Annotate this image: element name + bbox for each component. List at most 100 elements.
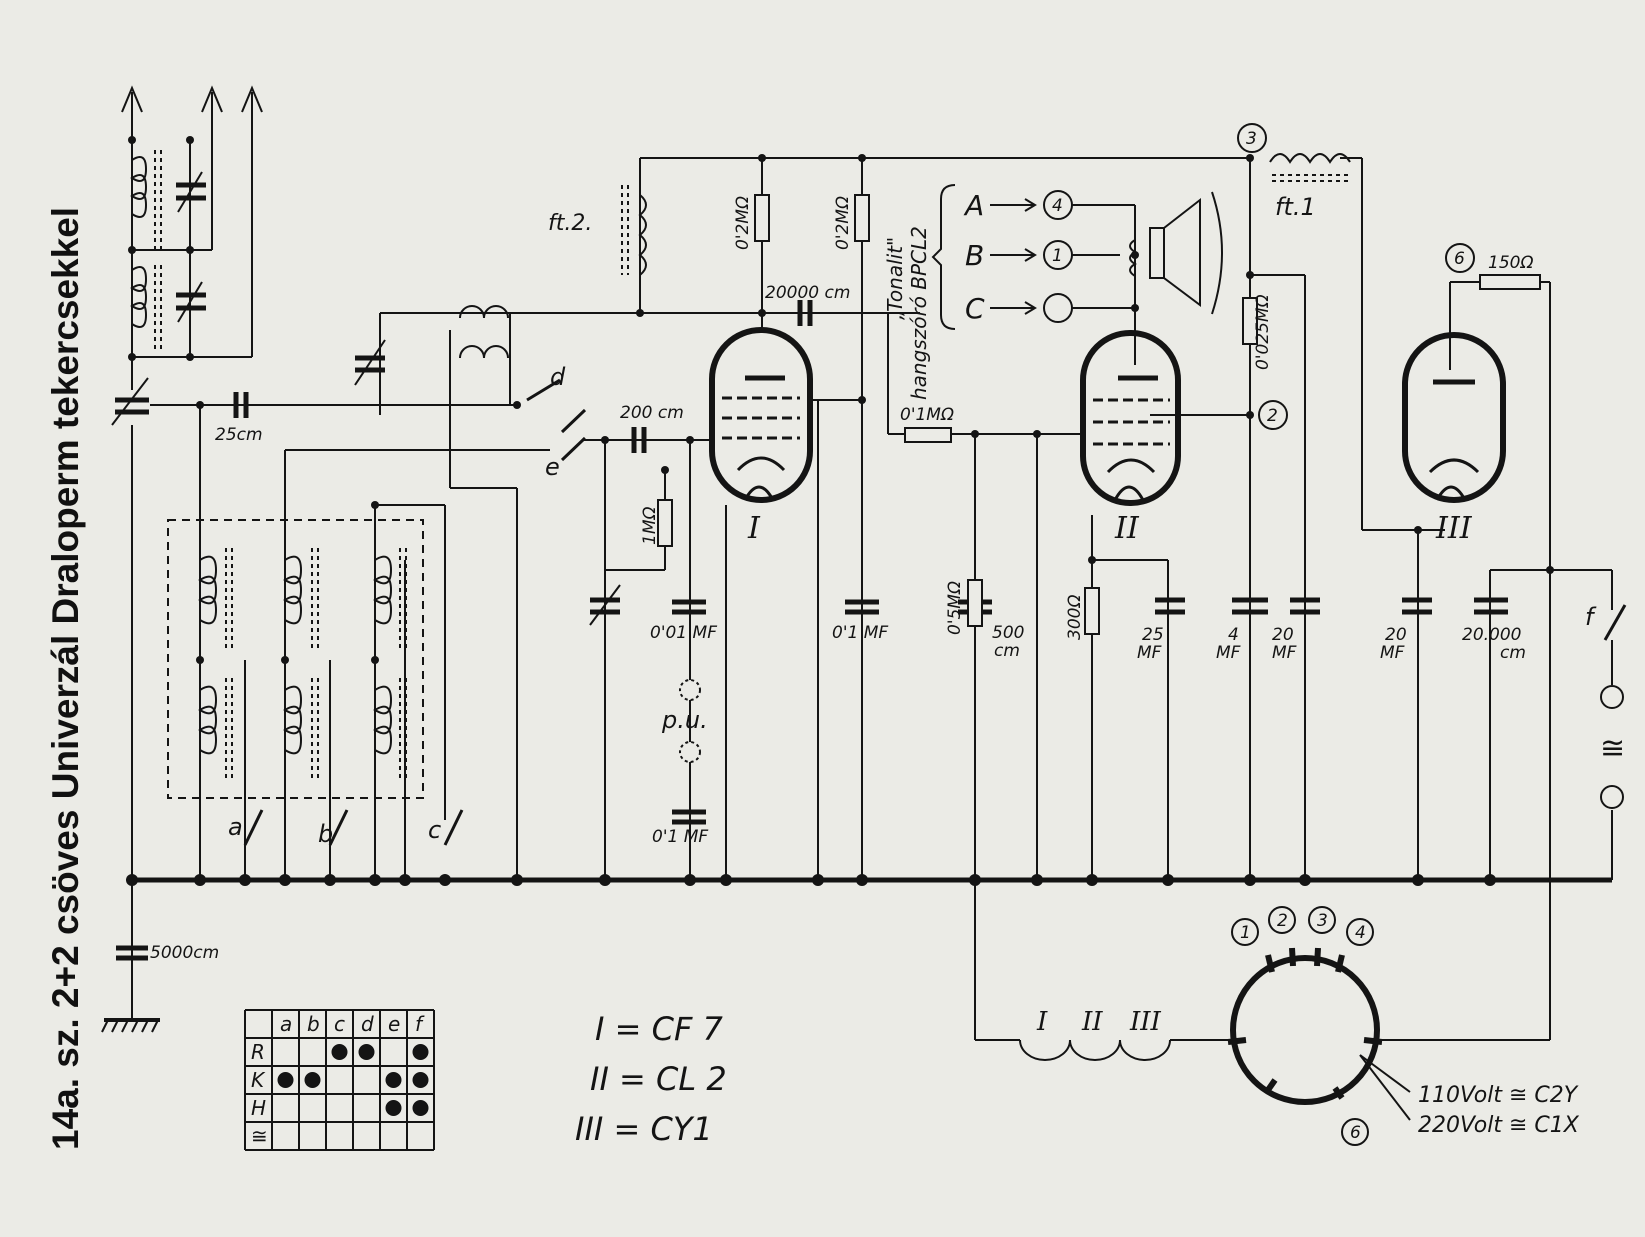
antenna-arrows: [121, 85, 263, 113]
label-ft1: ft.1: [1275, 193, 1316, 221]
heater-label-2: II: [1081, 1007, 1103, 1037]
selector-line-220: 220Volt ≅ C1X: [1418, 1113, 1580, 1138]
label-c-5000cm: 5000cm: [150, 943, 219, 963]
heater-label-3: III: [1129, 1007, 1162, 1037]
switch-label-e: e: [545, 453, 560, 481]
table-dot: [412, 1100, 429, 1116]
selector-pin-6: 6: [1350, 1123, 1361, 1143]
tube-envelopes: [709, 327, 1506, 506]
tube-legend-line-2: II = CL 2: [590, 1060, 727, 1098]
table-row-label: ≅: [251, 1124, 268, 1148]
tube-electrodes: [722, 375, 1480, 501]
selector-pin-3: 3: [1317, 911, 1328, 931]
label-c-01mf: 0'1 MF: [832, 623, 888, 643]
schematic-title: 14a. sz. 2+2 csöves Univerzál Draloperm …: [45, 207, 86, 1150]
label-c-001mf: 0'01 MF: [650, 623, 717, 643]
wiring: [130, 92, 1613, 1041]
ferrite-cores: [154, 150, 1352, 780]
label-c-01mf-pu: 0'1 MF: [652, 827, 708, 847]
selector-pin-2: 2: [1277, 911, 1288, 931]
switch-label-a: a: [228, 813, 243, 841]
table-column-header: c: [334, 1012, 345, 1036]
table-column-header: a: [280, 1012, 292, 1036]
voltage-selector: [1227, 947, 1411, 1121]
mains-symbol: ≅: [1600, 731, 1625, 766]
terminal-letter-a: A: [963, 189, 984, 222]
switch-label-f: f: [1585, 603, 1597, 631]
table-row-label: K: [251, 1068, 266, 1092]
heater-labels: I II III: [1036, 1007, 1162, 1037]
table-dot: [331, 1044, 348, 1060]
selector-pin-labels: 1 2 3 4 6 110Volt ≅ C2Y 220Volt ≅ C1X: [1240, 911, 1580, 1143]
terminal-letter-b: B: [965, 239, 984, 272]
point-2: 2: [1267, 406, 1278, 426]
table-column-header: e: [388, 1012, 400, 1036]
label-ft2: ft.2.: [548, 211, 592, 236]
trimmer-arrows: [111, 171, 621, 626]
label-speaker-note-1: „Tonalit": [883, 237, 907, 320]
label-c-200cm: 200 cm: [620, 403, 684, 423]
tube-legend-line-3: III = CY1: [575, 1110, 713, 1148]
switch-label-d: d: [550, 363, 566, 391]
selector-pin-circles: [1231, 906, 1374, 1146]
table-dot: [385, 1072, 402, 1088]
label-c-25cm: 25cm: [215, 425, 263, 445]
table-dot: [277, 1072, 294, 1088]
heater-label-1: I: [1036, 1007, 1048, 1037]
label-pu: p.u.: [661, 706, 708, 734]
label-r-05m: 0'5MΩ: [945, 581, 965, 635]
label-speaker-note-2: hangszóró BPCL2: [907, 226, 931, 400]
label-r-01m: 0'1MΩ: [900, 405, 954, 425]
pin-circles: [679, 123, 1624, 809]
point-labels: 2 3 6: [1246, 129, 1465, 426]
tube-label-3: III: [1435, 511, 1473, 546]
label-r-02m-a: 0'2MΩ: [733, 196, 753, 250]
table-column-header: f: [415, 1012, 425, 1036]
tube-legend: I = CF 7 II = CL 2 III = CY1: [575, 1010, 727, 1148]
table-row-label: R: [251, 1040, 265, 1064]
label-r-150: 150Ω: [1488, 253, 1533, 273]
heater-filaments: [1019, 1039, 1171, 1061]
table-column-header: b: [307, 1012, 320, 1036]
label-r-1m: 1MΩ: [640, 507, 660, 545]
terminal-pin-4: 4: [1052, 196, 1063, 216]
tube-labels: I II III: [747, 511, 1473, 546]
label-r-0025m: 0'025MΩ: [1253, 294, 1273, 370]
selector-pin-1: 1: [1240, 923, 1251, 943]
table-dot: [358, 1044, 375, 1060]
label-r-300: 300Ω: [1065, 595, 1085, 640]
selector-line-110: 110Volt ≅ C2Y: [1418, 1083, 1579, 1108]
point-6: 6: [1454, 249, 1465, 269]
label-c-20000cm: 20000 cm: [765, 283, 850, 303]
table-column-header: d: [361, 1012, 374, 1036]
point-3: 3: [1246, 129, 1257, 149]
tube-label-1: I: [747, 511, 761, 546]
terminal-letter-c: C: [965, 292, 985, 325]
capacitors: [115, 182, 1508, 961]
tube-legend-line-1: I = CF 7: [595, 1010, 724, 1048]
speaker-terminal-labels: A B C 4 1: [963, 189, 1063, 325]
resistors: [657, 194, 1541, 635]
label-r-02m-b: 0'2MΩ: [833, 196, 853, 250]
switch-label-c: c: [428, 816, 441, 844]
table-dot: [412, 1044, 429, 1060]
table-row-label: H: [251, 1096, 266, 1120]
loudspeaker: [1149, 191, 1223, 315]
earth-ground-icon: [101, 960, 160, 1033]
table-dot: [385, 1100, 402, 1116]
selector-pin-4: 4: [1355, 923, 1366, 943]
switch-contacts: [243, 378, 1627, 846]
table-dot: [304, 1072, 321, 1088]
inductors: [130, 153, 1351, 755]
switch-label-b: b: [318, 820, 333, 848]
component-labels: 25cm 200 cm 20000 cm 5000cm 0'01 MF 0'1 …: [150, 193, 1533, 963]
table-dot: [412, 1072, 429, 1088]
junction-dots: [126, 136, 1554, 886]
